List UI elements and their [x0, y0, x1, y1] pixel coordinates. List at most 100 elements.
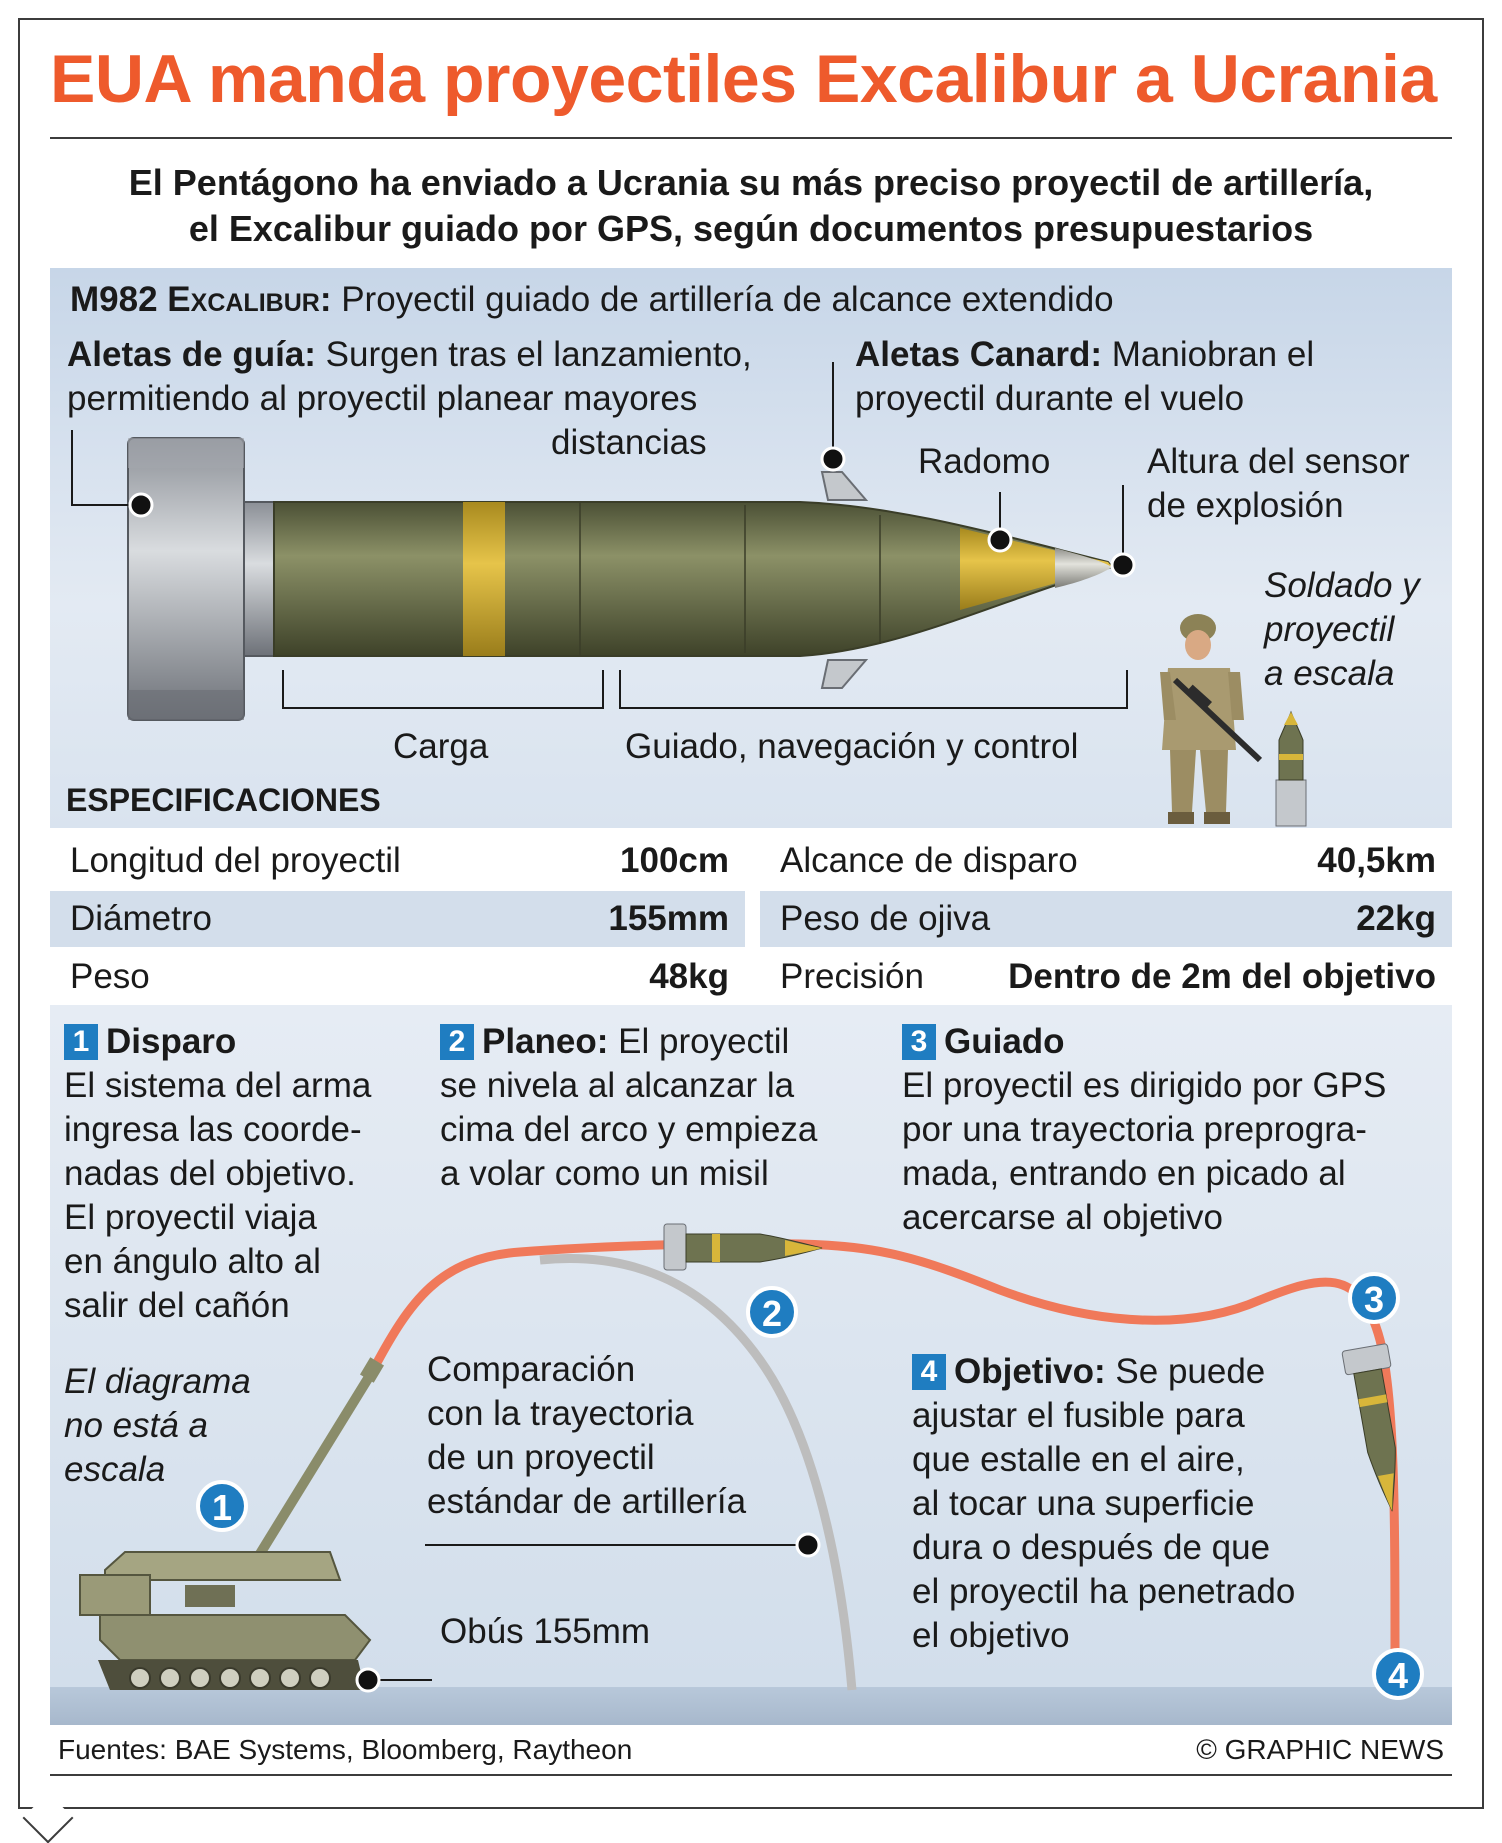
comparison-note-1: Comparación [427, 1350, 636, 1389]
step-3-line: por una trayectoria preprogra- [902, 1110, 1367, 1149]
howitzer-dot [355, 1667, 381, 1693]
comparison-note-2: con la trayectoria [427, 1394, 694, 1433]
marker-4: 4 [1372, 1648, 1424, 1700]
step-4-line: el proyectil ha penetrado [912, 1572, 1296, 1611]
footer-divider [50, 1774, 1452, 1776]
guidance-label: Guiado, navegación y control [625, 727, 1079, 766]
step-1-line: salir del cañón [64, 1286, 290, 1325]
spec-row-warhead: Peso de ojiva 22kg [760, 891, 1452, 947]
step-2-badge: 2 [440, 1024, 474, 1060]
tail-fin-assembly [127, 437, 245, 721]
spec-value: 48kg [649, 957, 729, 996]
step-1-line: nadas del objetivo. [64, 1154, 356, 1193]
step-4-title-rest: Se puede [1105, 1352, 1266, 1391]
diagram-scale-note-2: no está a [64, 1406, 208, 1445]
soldier-figure [1160, 614, 1263, 824]
canard-text-2: proyectil durante el vuelo [855, 379, 1245, 418]
step-2-title-rest: El proyectil [608, 1022, 790, 1061]
sensor-label: Altura del sensor de explosión [1147, 440, 1410, 528]
step-2-line: a volar como un misil [440, 1154, 769, 1193]
diving-projectile [1341, 1343, 1396, 1512]
comparison-note: Comparación con la trayectoria de un pro… [427, 1348, 746, 1524]
step-4-line: ajustar el fusible para [912, 1396, 1245, 1435]
marker-3-label: 3 [1364, 1279, 1384, 1320]
guide-fins-text-2: permitiendo al proyectil planear mayores [67, 379, 698, 418]
marker-3: 3 [1348, 1272, 1400, 1324]
trajectory-diagram: 1 2 3 4 [79, 1223, 1424, 1700]
step-1-title: Disparo [106, 1022, 237, 1061]
step-4-title: Objetivo: [954, 1352, 1106, 1391]
canard-dot [820, 446, 846, 472]
howitzer-vehicle [79, 1357, 385, 1690]
step-1-line: en ángulo alto al [64, 1242, 321, 1281]
marker-1-label: 1 [212, 1487, 232, 1528]
subtitle: El Pentágono ha enviado a Ucrania su más… [50, 160, 1452, 252]
page-title: EUA manda proyectiles Excalibur a Ucrani… [50, 41, 1437, 117]
step-3-title: Guiado [944, 1022, 1065, 1061]
projectile-name-prefix: M982 [70, 280, 158, 319]
spec-label: Peso [70, 957, 150, 996]
sensor-label-2: de explosión [1147, 486, 1344, 525]
guidance-bracket [619, 670, 1128, 709]
spec-label: Alcance de disparo [780, 841, 1078, 880]
step-3-badge: 3 [902, 1024, 936, 1060]
marker-2: 2 [746, 1286, 798, 1338]
spec-row-diameter: Diámetro 155mm [50, 891, 745, 947]
sensor-tip [1055, 548, 1112, 588]
spec-row-length: Longitud del proyectil 100cm [50, 833, 745, 889]
step-1-badge: 1 [64, 1024, 98, 1060]
spec-value: 155mm [608, 899, 729, 938]
step-2-line: cima del arco y empieza [440, 1110, 818, 1149]
obturator-ring [243, 501, 275, 657]
step-3-line: mada, entrando en picado al [902, 1154, 1346, 1193]
canard-fin-top [820, 471, 869, 501]
subtitle-line-2: el Excalibur guiado por GPS, según docum… [188, 208, 1314, 249]
guide-fins-label: Aletas de guía: [67, 335, 316, 374]
spec-label: Longitud del proyectil [70, 841, 401, 880]
diagram-scale-note: El diagrama no está a escala [64, 1360, 251, 1492]
spec-label: Precisión [780, 957, 924, 996]
marker-4-label: 4 [1388, 1655, 1408, 1696]
guide-fins-dot [128, 492, 154, 518]
guide-fins-leader [71, 430, 140, 506]
spec-value: 100cm [620, 841, 729, 880]
comparison-note-3: de un proyectil [427, 1438, 655, 1477]
guide-fins-callout: Aletas de guía: Surgen tras el lanzamien… [67, 333, 752, 465]
tail-fin-top-edge [128, 438, 244, 468]
tail-fin-bottom-edge [128, 690, 244, 720]
rotating-band [463, 502, 505, 656]
spec-value: Dentro de 2m del objetivo [1008, 957, 1436, 996]
guide-fins-text-3: distancias [551, 423, 707, 462]
canard-callout: Aletas Canard: Maniobran el proyectil du… [855, 333, 1314, 421]
scale-projectile [1275, 710, 1307, 827]
marker-2-label: 2 [762, 1293, 782, 1334]
flying-projectile [663, 1223, 823, 1271]
radome-label: Radomo [918, 442, 1051, 481]
step-3-line: acercarse al objetivo [902, 1198, 1223, 1237]
scale-note-3: a escala [1264, 654, 1395, 693]
projectile-name-colon: : [319, 280, 332, 319]
specs-heading: ESPECIFICACIONES [66, 782, 381, 818]
step-2-title: Planeo: [482, 1022, 609, 1061]
payload-bracket [282, 670, 604, 709]
diagram-scale-note-3: escala [64, 1450, 166, 1489]
spec-row-weight: Peso 48kg [50, 949, 745, 1005]
scale-note: Soldado y proyectil a escala [1264, 564, 1420, 696]
projectile-heading: M982 Excalibur: Proyectil guiado de arti… [70, 278, 1114, 322]
projectile-name: Excalibur [167, 280, 320, 319]
spec-label: Diámetro [70, 899, 212, 938]
canard-fin-bottom [820, 659, 869, 689]
step-4-badge: 4 [912, 1354, 946, 1390]
scale-note-1: Soldado y [1264, 566, 1420, 605]
subtitle-line-1: El Pentágono ha enviado a Ucrania su más… [128, 162, 1374, 203]
title-divider [50, 137, 1452, 139]
sensor-label-1: Altura del sensor [1147, 442, 1410, 481]
step-2-line: se nivela al alcanzar la [440, 1066, 795, 1105]
howitzer-label: Obús 155mm [440, 1612, 651, 1651]
scale-note-2: proyectil [1264, 610, 1395, 649]
sensor-dot [1110, 552, 1136, 578]
marker-1: 1 [196, 1480, 248, 1532]
